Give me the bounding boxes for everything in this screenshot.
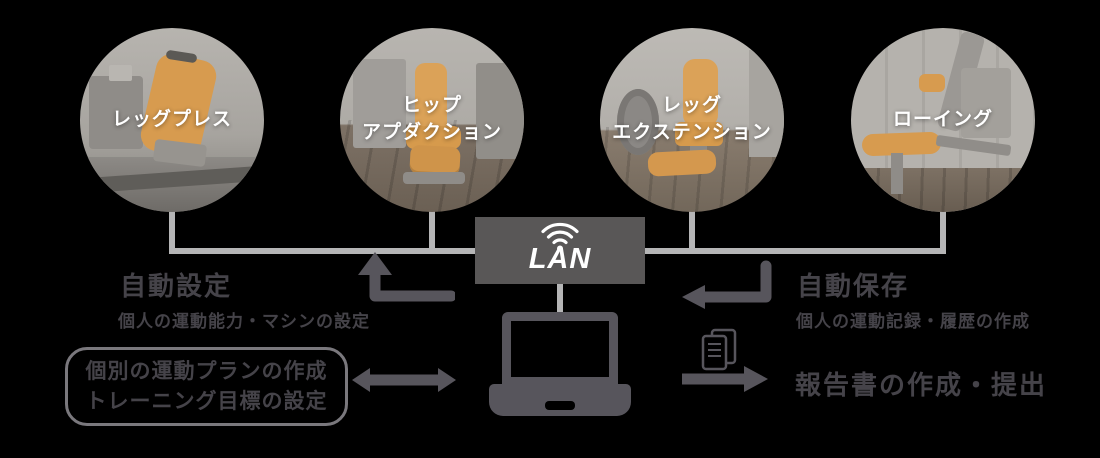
- machine-label-line: ローイング: [892, 108, 993, 130]
- photo-detail: [402, 171, 466, 185]
- photo-detail: [415, 62, 447, 133]
- right-arrow-icon: [682, 366, 768, 392]
- lan-label: LAN: [528, 243, 592, 275]
- machine-label-line: アプダクション: [361, 122, 502, 143]
- machine-photo-leg-press: レッグプレス: [80, 28, 264, 212]
- photo-detail: [851, 167, 1035, 212]
- connector-line-lan-to-laptop: [557, 284, 563, 313]
- machine-label-leg-extension: レッグ エクステンション: [600, 28, 784, 212]
- plan-box-line2: トレーニング目標の設定: [85, 389, 328, 413]
- down-left-arrow-icon: [682, 260, 772, 309]
- report-label: 報告書の作成・提出: [795, 370, 1048, 400]
- lan-hub-box: LAN: [475, 217, 645, 284]
- photo-detail: [476, 62, 524, 159]
- photo-detail: [89, 75, 143, 150]
- laptop-base: [489, 384, 631, 416]
- laptop-notch: [545, 401, 575, 410]
- machine-photo-leg-extension: レッグ エクステンション: [600, 28, 784, 212]
- machine-label-line: エクステンション: [612, 122, 772, 143]
- machine-label-hip-abduction: ヒップ アプダクション: [340, 28, 524, 212]
- auto-setting-title: 自動設定: [120, 271, 233, 301]
- plan-box-line1: 個別の運動プランの作成: [85, 360, 328, 384]
- connector-line-machine-1: [169, 200, 175, 252]
- photo-detail: [891, 153, 903, 194]
- machine-label-line: レッグプレス: [111, 108, 232, 130]
- auto-save-description: 個人の運動記録・履歴の作成: [796, 312, 1030, 331]
- connector-line-machine-4: [940, 200, 946, 252]
- machine-label-leg-press: レッグプレス: [80, 28, 264, 212]
- double-arrow-icon: [352, 368, 456, 392]
- photo-detail: [919, 74, 945, 93]
- wifi-icon: [541, 222, 579, 252]
- machine-label-line: ヒップ: [401, 95, 462, 117]
- photo-detail: [675, 121, 724, 146]
- photo-detail: [961, 68, 1012, 139]
- document-icon: [701, 328, 737, 371]
- laptop-icon: [502, 312, 618, 386]
- machine-photo-rowing: ローイング: [851, 28, 1035, 212]
- photo-detail: [406, 125, 462, 150]
- up-arrow-icon: [358, 252, 455, 302]
- photo-detail: [352, 59, 407, 148]
- plan-box: 個別の運動プランの作成 トレーニング目標の設定: [65, 347, 348, 426]
- connector-line-machine-3: [689, 200, 695, 252]
- machine-label-line: レッグ: [661, 95, 722, 117]
- connector-line-machine-2: [429, 200, 435, 252]
- auto-save-title: 自動保存: [797, 271, 910, 301]
- photo-detail: [851, 167, 1035, 212]
- photo-detail: [749, 50, 784, 157]
- photo-detail: [682, 59, 718, 128]
- photo-detail: [109, 64, 132, 82]
- machine-photo-hip-abduction: ヒップ アプダクション: [340, 28, 524, 212]
- photo-detail: [616, 88, 659, 155]
- machine-label-rowing: ローイング: [851, 28, 1035, 212]
- auto-setting-description: 個人の運動能力・マシンの設定: [118, 312, 370, 331]
